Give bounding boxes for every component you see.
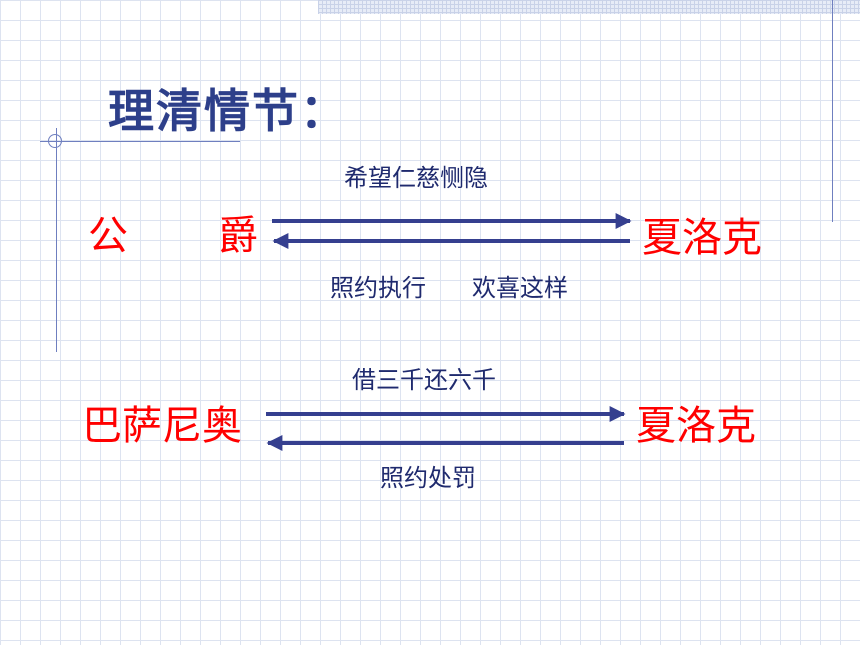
relation2-top-label: 借三千还六千 <box>352 366 496 394</box>
title-underline <box>40 141 240 142</box>
slide-title: 理清情节： <box>108 84 348 138</box>
left-accent-line <box>56 128 57 352</box>
relation1-bottom-label-second: 欢喜这样 <box>472 274 568 302</box>
top-pattern-band <box>318 0 860 14</box>
relation1-top-label: 希望仁慈恻隐 <box>344 164 488 192</box>
relation1-left-entity-second: 爵 <box>218 213 258 259</box>
relation1-bottom-label-first: 照约执行 <box>330 274 426 302</box>
relation1-left-entity-first: 公 <box>88 213 128 259</box>
right-accent-line <box>832 0 833 222</box>
relation1-right-entity: 夏洛克 <box>642 215 762 261</box>
circle-marker <box>48 134 62 148</box>
relation2-left-entity: 巴萨尼奥 <box>82 403 242 449</box>
relation2-right-entity: 夏洛克 <box>636 403 756 449</box>
relation2-bottom-label: 照约处罚 <box>380 464 476 492</box>
